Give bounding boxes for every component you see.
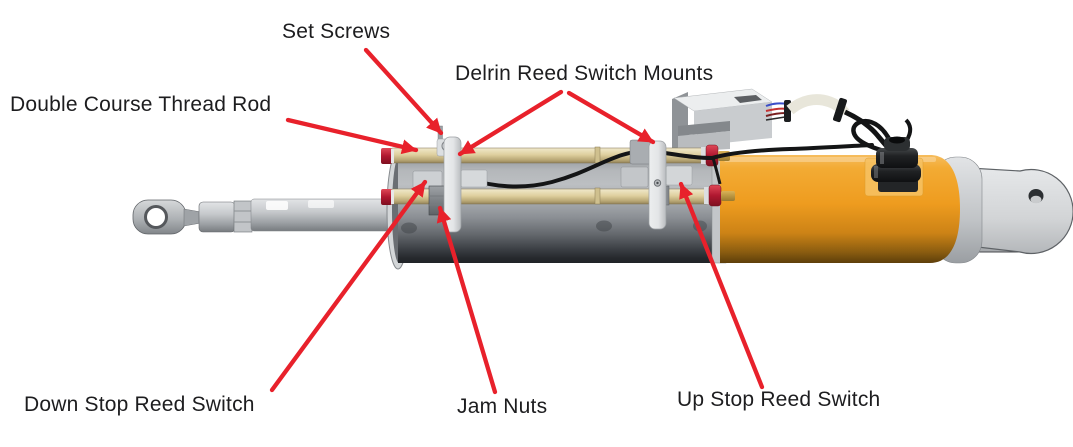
up-stop-reed-switch (665, 165, 693, 186)
rod-end-eye (132, 199, 202, 235)
label-up-stop-reed-switch: Up Stop Reed Switch (677, 388, 881, 411)
leader-delrin-right (566, 90, 656, 145)
leader-jam-nuts (436, 205, 498, 395)
down-stop-reed-switch (412, 170, 443, 189)
label-double-course-thread-rod: Double Course Thread Rod (10, 93, 272, 116)
actuator (132, 88, 1073, 270)
delrin-strap (443, 136, 462, 233)
label-delrin-reed-switch-mounts: Delrin Reed Switch Mounts (455, 62, 714, 85)
motor-housing (720, 155, 983, 264)
cable-loop (851, 118, 896, 155)
leader-set-screws (363, 47, 444, 136)
leader-delrin-left (457, 89, 564, 157)
rod-hex-nut (233, 200, 253, 233)
bottom-thread-rod (381, 184, 735, 207)
wire-black (765, 116, 786, 121)
leader-down-stop (269, 179, 428, 393)
cable-gland (871, 136, 921, 192)
cable-tie (833, 97, 847, 123)
leader-thread-rod (285, 117, 419, 155)
leader-up-stop (678, 181, 765, 390)
label-jam-nuts: Jam Nuts (457, 395, 548, 418)
leader-arrows (269, 47, 765, 395)
eye-hole (144, 205, 168, 229)
top-clamp (629, 139, 652, 165)
piston-rod-assembly (198, 198, 392, 233)
label-set-screws: Set Screws (282, 20, 391, 43)
label-down-stop-reed-switch: Down Stop Reed Switch (24, 393, 255, 416)
right-reed-mount (620, 139, 693, 230)
connector-plug (672, 88, 773, 152)
